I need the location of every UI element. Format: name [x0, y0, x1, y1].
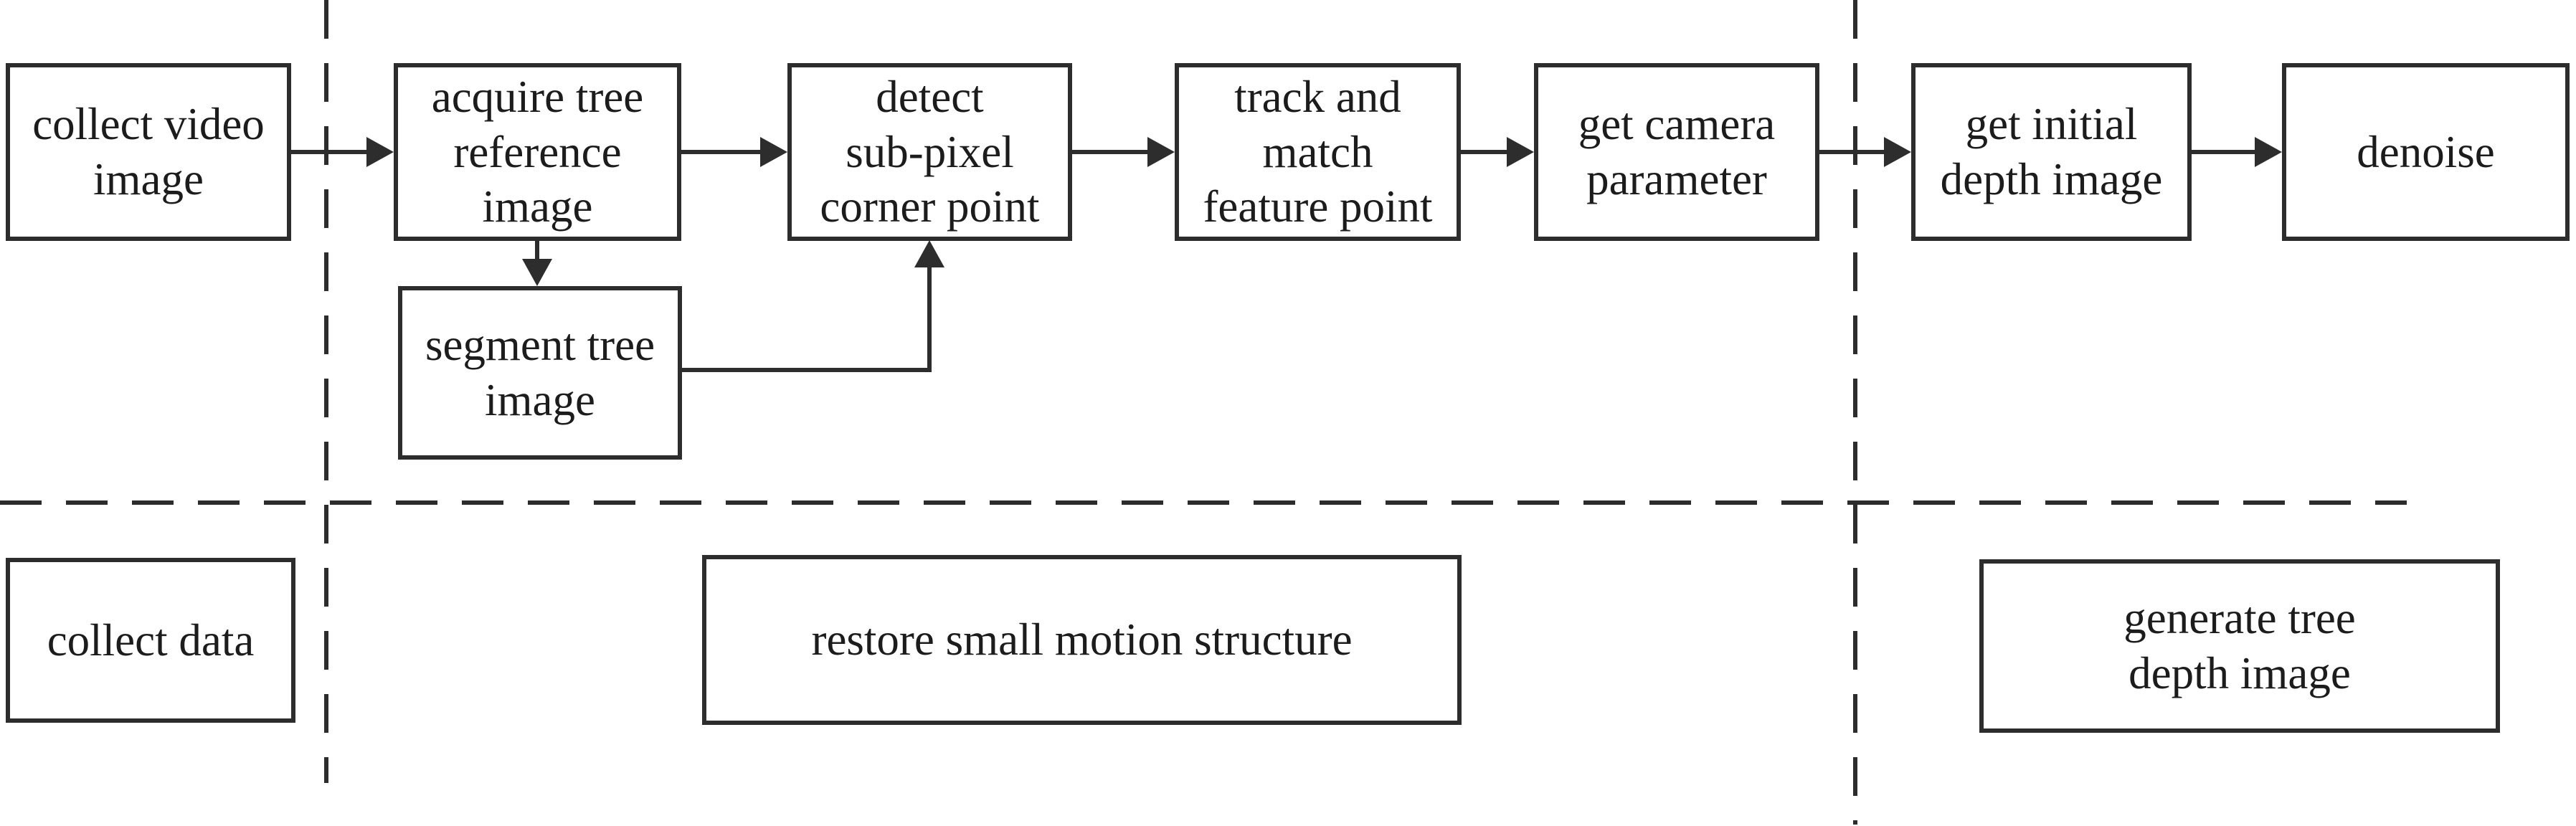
dashed-vertical-separator-2 [1853, 0, 1857, 825]
arrow-collect-video-to-acquire [290, 150, 366, 154]
dashed-horizontal-separator [0, 500, 2407, 505]
node-label: collect video image [32, 99, 265, 204]
arrowhead-down-icon [522, 259, 552, 286]
node-detect-subpixel-corner-point: detect sub-pixel corner point [787, 63, 1072, 241]
stage-label: restore small motion structure [811, 614, 1353, 665]
node-get-initial-depth-image: get initial depth image [1911, 63, 2192, 241]
arrowhead-right-icon [760, 137, 787, 167]
connector-segment-to-detect-vertical [927, 267, 932, 372]
arrowhead-up-icon [914, 240, 944, 267]
node-collect-video-image: collect video image [6, 63, 291, 241]
stage-label: collect data [47, 614, 255, 665]
stage-label: generate tree depth image [2123, 593, 2356, 698]
node-label: denoise [2357, 126, 2495, 177]
arrow-initial-depth-to-denoise [2191, 150, 2255, 154]
arrow-acquire-to-segment [535, 240, 539, 259]
connector-segment-to-detect-horizontal [681, 368, 932, 372]
node-label: acquire tree reference image [431, 71, 644, 232]
node-label: get initial depth image [1940, 99, 2163, 204]
arrow-camera-to-initial-depth [1819, 150, 1884, 154]
node-segment-tree-image: segment tree image [398, 286, 682, 460]
arrowhead-right-icon [1884, 137, 1911, 167]
node-label: track and match feature point [1203, 71, 1433, 232]
node-denoise: denoise [2282, 63, 2570, 241]
stage-collect-data: collect data [6, 558, 295, 723]
node-track-and-match-feature-point: track and match feature point [1175, 63, 1461, 241]
arrowhead-right-icon [2255, 137, 2282, 167]
arrowhead-right-icon [1147, 137, 1175, 167]
arrow-acquire-to-detect [681, 150, 760, 154]
node-label: detect sub-pixel corner point [820, 71, 1040, 232]
node-label: get camera parameter [1578, 99, 1776, 204]
stage-restore-small-motion-structure: restore small motion structure [702, 555, 1462, 725]
node-get-camera-parameter: get camera parameter [1534, 63, 1819, 241]
node-acquire-tree-reference-image: acquire tree reference image [394, 63, 681, 241]
arrow-detect-to-track [1071, 150, 1147, 154]
stage-generate-tree-depth-image: generate tree depth image [1979, 559, 2500, 733]
arrowhead-right-icon [1507, 137, 1534, 167]
node-label: segment tree image [425, 320, 655, 425]
dashed-vertical-separator-1 [324, 0, 328, 783]
arrowhead-right-icon [366, 137, 394, 167]
arrow-track-to-camera [1460, 150, 1507, 154]
